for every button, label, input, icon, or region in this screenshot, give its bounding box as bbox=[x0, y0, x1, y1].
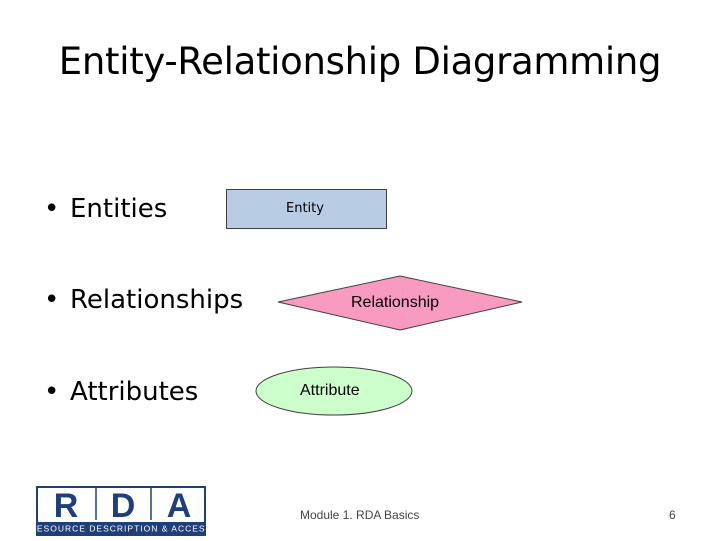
rda-logo-graphic: R D A RESOURCE DESCRIPTION & ACCESS bbox=[30, 486, 211, 536]
bullet-relationships: • Relationships bbox=[44, 285, 243, 315]
bullet-marker: • bbox=[44, 285, 60, 315]
relationship-label: Relationship bbox=[351, 294, 440, 311]
slide-title: Entity-Relationship Diagramming bbox=[58, 40, 662, 83]
entity-shape bbox=[226, 189, 387, 229]
attribute-shape bbox=[255, 366, 413, 416]
bullet-text: Entities bbox=[70, 194, 168, 224]
svg-text:RESOURCE DESCRIPTION & ACCESS: RESOURCE DESCRIPTION & ACCESS bbox=[36, 524, 206, 534]
bullet-attributes: • Attributes bbox=[44, 377, 198, 407]
rda-logo: R D A RESOURCE DESCRIPTION & ACCESS bbox=[30, 486, 211, 536]
attribute-ellipse bbox=[255, 366, 413, 416]
bullet-text: Attributes bbox=[70, 377, 199, 407]
bullet-marker: • bbox=[44, 194, 60, 224]
svg-text:R: R bbox=[54, 487, 79, 525]
footer-module-text: Module 1. RDA Basics bbox=[300, 508, 420, 522]
bullet-text: Relationships bbox=[70, 285, 244, 315]
relationship-shape bbox=[277, 275, 523, 331]
svg-text:D: D bbox=[111, 487, 136, 525]
bullet-entities: • Entities bbox=[44, 194, 167, 224]
bullet-marker: • bbox=[44, 377, 60, 407]
attribute-label: Attribute bbox=[300, 382, 360, 399]
svg-text:A: A bbox=[167, 487, 192, 525]
footer-page-number: 6 bbox=[669, 508, 676, 522]
relationship-diamond bbox=[277, 275, 523, 331]
entity-label: Entity bbox=[286, 201, 324, 216]
